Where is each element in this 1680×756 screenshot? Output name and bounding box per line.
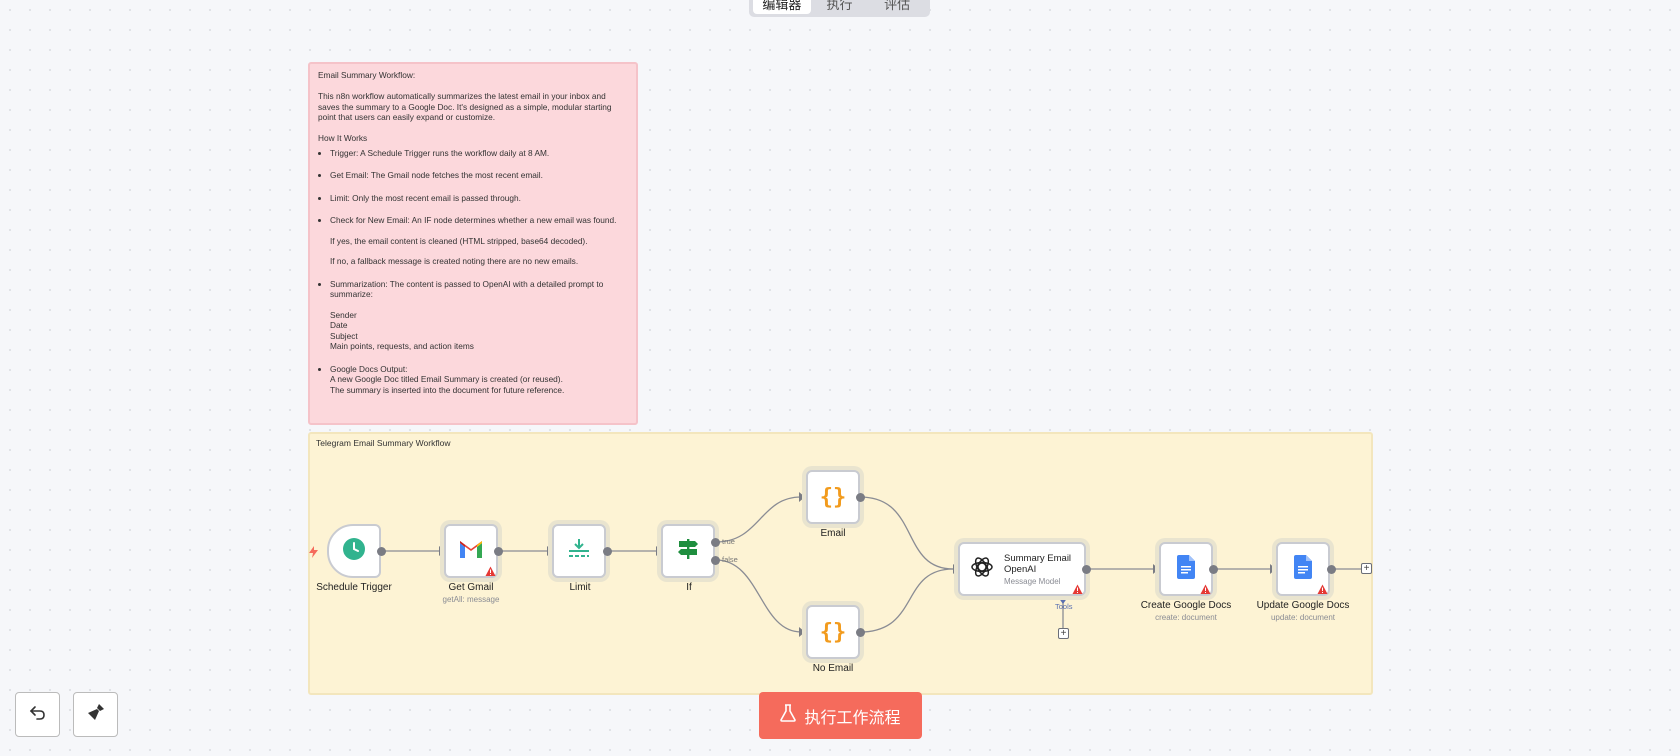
input-arrow (799, 492, 805, 502)
add-node-button[interactable]: + (1361, 563, 1372, 574)
tools-label: Tools (1055, 602, 1073, 611)
input-arrow (799, 627, 805, 637)
node-label: Create Google Docs (1140, 600, 1232, 611)
code-braces-icon: {} (819, 619, 847, 645)
note-how-heading: How It Works (318, 133, 368, 143)
node-label: No Email (812, 663, 854, 674)
note-title: Email Summary Workflow: (318, 70, 416, 80)
false-branch-label: false (722, 555, 738, 564)
input-arrow (656, 546, 662, 556)
input-arrow (439, 546, 445, 556)
true-branch-label: true (722, 537, 735, 546)
output-handle[interactable] (856, 493, 865, 502)
gmail-icon (458, 539, 484, 564)
input-arrow (547, 546, 553, 556)
edge-if-noemail (715, 559, 802, 633)
node-no-email[interactable]: {} (806, 605, 860, 659)
output-handle[interactable] (1082, 565, 1091, 574)
openai-icon (970, 555, 994, 584)
node-title: Summary Email OpenAI (1004, 552, 1072, 575)
undo-button[interactable] (15, 692, 60, 737)
tab-editor[interactable]: 编辑器 (753, 0, 811, 14)
node-openai[interactable]: Summary Email OpenAI Message Model (958, 542, 1086, 596)
output-handle[interactable] (377, 547, 386, 556)
code-braces-icon: {} (819, 484, 847, 510)
tab-executions[interactable]: 执行 (826, 0, 853, 12)
note-bullet-list: Trigger: A Schedule Trigger runs the wor… (318, 148, 628, 396)
output-handle[interactable] (1209, 565, 1218, 574)
node-label: Schedule Trigger (316, 582, 392, 593)
warning-icon (1072, 582, 1083, 594)
list-item: Limit: Only the most recent email is pas… (330, 193, 628, 204)
view-tab-bar: 编辑器 执行 评估 (749, 0, 930, 17)
clock-icon (342, 537, 366, 566)
google-docs-icon (1177, 554, 1195, 584)
output-handle[interactable] (856, 628, 865, 637)
output-handle-false[interactable] (711, 556, 720, 565)
list-item: Trigger: A Schedule Trigger runs the wor… (330, 148, 628, 159)
node-subtitle: create: document (1155, 613, 1217, 622)
node-subtitle: getAll: message (442, 595, 500, 604)
node-label: Email (820, 528, 846, 539)
output-handle[interactable] (1327, 565, 1336, 574)
node-label: Update Google Docs (1256, 600, 1350, 611)
output-handle[interactable] (603, 547, 612, 556)
node-label: Limit (569, 582, 591, 593)
undo-icon (29, 703, 47, 726)
flask-icon (780, 704, 797, 727)
list-item: Google Docs Output: A new Google Doc tit… (330, 364, 628, 396)
node-get-gmail[interactable] (444, 524, 498, 578)
input-arrow (1153, 564, 1159, 574)
node-email[interactable]: {} (806, 470, 860, 524)
output-handle[interactable] (494, 547, 503, 556)
warning-icon (1317, 582, 1328, 594)
sticky-note-description[interactable]: Email Summary Workflow: This n8n workflo… (308, 62, 638, 425)
warning-icon (1200, 582, 1211, 594)
group-title: Telegram Email Summary Workflow (316, 438, 451, 448)
node-subtitle: update: document (1270, 613, 1336, 622)
broom-icon (86, 702, 106, 727)
execute-workflow-label: 执行工作流程 (804, 709, 901, 727)
list-item: Check for New Email: An IF node determin… (330, 215, 628, 267)
node-schedule-trigger[interactable] (327, 524, 381, 578)
edge-email-openai (859, 496, 954, 570)
input-arrow (953, 564, 959, 574)
add-tool-button[interactable]: + (1058, 628, 1069, 639)
note-intro: This n8n workflow automatically summariz… (318, 91, 612, 122)
list-item: Summarization: The content is passed to … (330, 279, 628, 352)
input-arrow (1270, 564, 1276, 574)
tidy-up-button[interactable] (73, 692, 118, 737)
node-subtitle: Message Model (1004, 576, 1061, 586)
tab-evaluations[interactable]: 评估 (884, 0, 911, 12)
edge-if-email (715, 496, 802, 543)
execute-workflow-button[interactable]: 执行工作流程 (759, 692, 922, 739)
edge-noemail-openai (859, 568, 954, 633)
warning-icon (485, 564, 496, 576)
node-label: Get Gmail (448, 582, 494, 593)
node-if[interactable] (661, 524, 715, 578)
google-docs-icon (1294, 554, 1312, 584)
node-label: If (686, 582, 692, 593)
node-limit[interactable] (552, 524, 606, 578)
output-handle-true[interactable] (711, 538, 720, 547)
trigger-bolt-icon (309, 545, 318, 563)
list-item: Get Email: The Gmail node fetches the mo… (330, 170, 628, 181)
signpost-icon (676, 537, 700, 566)
limit-icon (567, 538, 591, 565)
